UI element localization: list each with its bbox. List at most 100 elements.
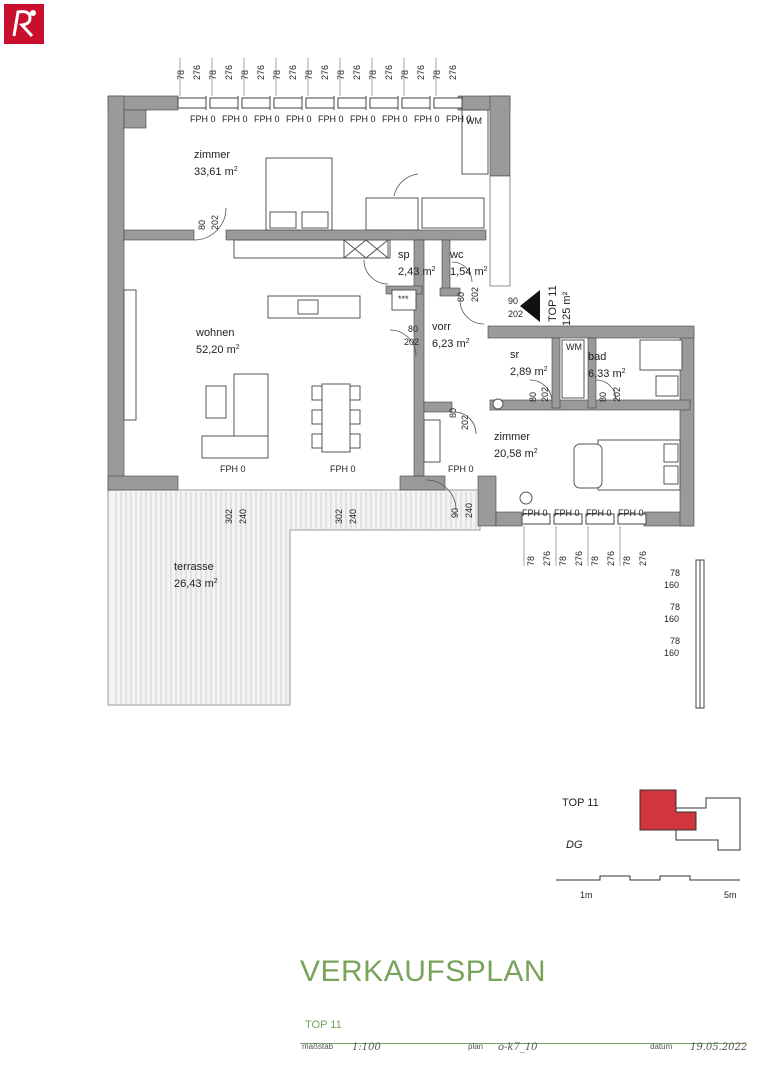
- room-area: 52,20 m2: [196, 344, 240, 356]
- fph-label: FPH 0: [190, 114, 216, 124]
- window-dimension: 78: [304, 70, 314, 80]
- sofa-chaise: [201, 435, 269, 459]
- bathtub: [421, 197, 485, 229]
- door-dimension: 80: [456, 292, 466, 302]
- room-name: wohnen: [195, 327, 235, 339]
- storage-fixture: [391, 289, 417, 311]
- fph-label: FPH 0: [318, 114, 344, 124]
- keyplan-title: TOP 11: [562, 797, 599, 809]
- fph-label: FPH 0: [254, 114, 280, 124]
- room-area: 1,54 m2: [450, 266, 488, 278]
- window: [521, 513, 551, 525]
- fixture-label: ***: [398, 294, 409, 304]
- room-name: terrasse: [174, 561, 214, 573]
- plan-title: VERKAUFSPLAN: [300, 955, 547, 988]
- room-area: 26,43 m2: [174, 578, 218, 590]
- room-area: 33,61 m2: [194, 166, 238, 178]
- room-name: bad: [588, 351, 606, 363]
- entry-arrow: [520, 290, 540, 322]
- room-name: zimmer: [494, 431, 530, 443]
- window-dimension: 78: [176, 70, 186, 80]
- window: [401, 97, 431, 109]
- fph-label: FPH 0: [522, 508, 548, 518]
- fph-label: FPH 0: [382, 114, 408, 124]
- window-dimension: 276: [542, 551, 552, 566]
- right-windows: [521, 513, 647, 566]
- sink: [639, 339, 683, 371]
- window-dimension: 78: [400, 70, 410, 80]
- window: [305, 97, 335, 109]
- door-dimension: 240: [238, 509, 248, 524]
- window-dimension: 78: [590, 556, 600, 566]
- window-dimension: 78: [368, 70, 378, 80]
- window-dimension: 276: [638, 551, 648, 566]
- window-dimension: 78: [272, 70, 282, 80]
- window: [617, 513, 647, 525]
- wm-label: WM: [566, 342, 582, 352]
- terrace-area: [107, 489, 481, 706]
- side-windows: [695, 559, 705, 709]
- window-dimension: 276: [288, 65, 298, 80]
- footer-divider: [300, 1043, 745, 1044]
- side-dimension-a: 78: [670, 602, 680, 612]
- shower: [561, 339, 585, 399]
- column: [492, 398, 504, 410]
- window: [209, 97, 239, 109]
- door-dimension: 90: [450, 508, 460, 518]
- dining-table: [321, 383, 351, 453]
- keyplan: [639, 789, 741, 851]
- room-area: 6,23 m2: [432, 338, 470, 350]
- door-dimension: 202: [210, 215, 220, 230]
- door-swings: [193, 173, 617, 511]
- window: [241, 97, 271, 109]
- window: [433, 97, 463, 109]
- door-dimension: 202: [540, 387, 550, 402]
- window: [369, 97, 399, 109]
- datum-value: 19.05.2022: [690, 1042, 748, 1053]
- room-area: 2,89 m2: [510, 366, 548, 378]
- window-dimension: 78: [622, 556, 632, 566]
- entry-label: TOP 11: [547, 285, 559, 322]
- fph-label: FPH 0: [618, 508, 644, 518]
- window: [177, 97, 207, 109]
- room-name: sp: [398, 249, 410, 261]
- window-dimension: 276: [416, 65, 426, 80]
- fph-label: FPH 0: [448, 464, 474, 474]
- fph-label: FPH 0: [350, 114, 376, 124]
- door-dimension: 302: [224, 509, 234, 524]
- room-area: 20,58 m2: [494, 448, 538, 460]
- window: [337, 97, 367, 109]
- wardrobe: [365, 197, 419, 231]
- keyplan-floor: DG: [566, 839, 583, 851]
- door-dimension: 80: [528, 392, 538, 402]
- plan-value: o-k7_10: [498, 1042, 538, 1053]
- window-dimension: 78: [432, 70, 442, 80]
- window-dimension: 276: [606, 551, 616, 566]
- door-dimension: 80: [197, 220, 207, 230]
- furniture: [123, 109, 683, 505]
- pillow: [269, 211, 297, 229]
- room-area: 2,43 m2: [398, 266, 436, 278]
- window: [585, 513, 615, 525]
- room-name: wc: [449, 249, 464, 261]
- window-dimension: 78: [208, 70, 218, 80]
- room-name: vorr: [432, 321, 451, 333]
- side-dimension-b: 160: [664, 580, 679, 590]
- entry-height: 125 m²: [561, 291, 573, 326]
- window-dimension: 276: [574, 551, 584, 566]
- window-dimension: 78: [558, 556, 568, 566]
- door-dimension: 202: [470, 287, 480, 302]
- fph-label: FPH 0: [446, 114, 472, 124]
- wm-label: WM: [466, 116, 482, 126]
- window-dimension: 276: [256, 65, 266, 80]
- door-dimension: 90: [508, 296, 518, 306]
- pillow: [301, 211, 329, 229]
- datum-label: datum: [650, 1042, 673, 1051]
- massstab-label: maßstab: [302, 1042, 334, 1051]
- desk: [423, 419, 441, 463]
- window-dimension: 78: [336, 70, 346, 80]
- side-dimension-b: 160: [664, 648, 679, 658]
- fph-label: FPH 0: [286, 114, 312, 124]
- room-name: zimmer: [194, 149, 230, 161]
